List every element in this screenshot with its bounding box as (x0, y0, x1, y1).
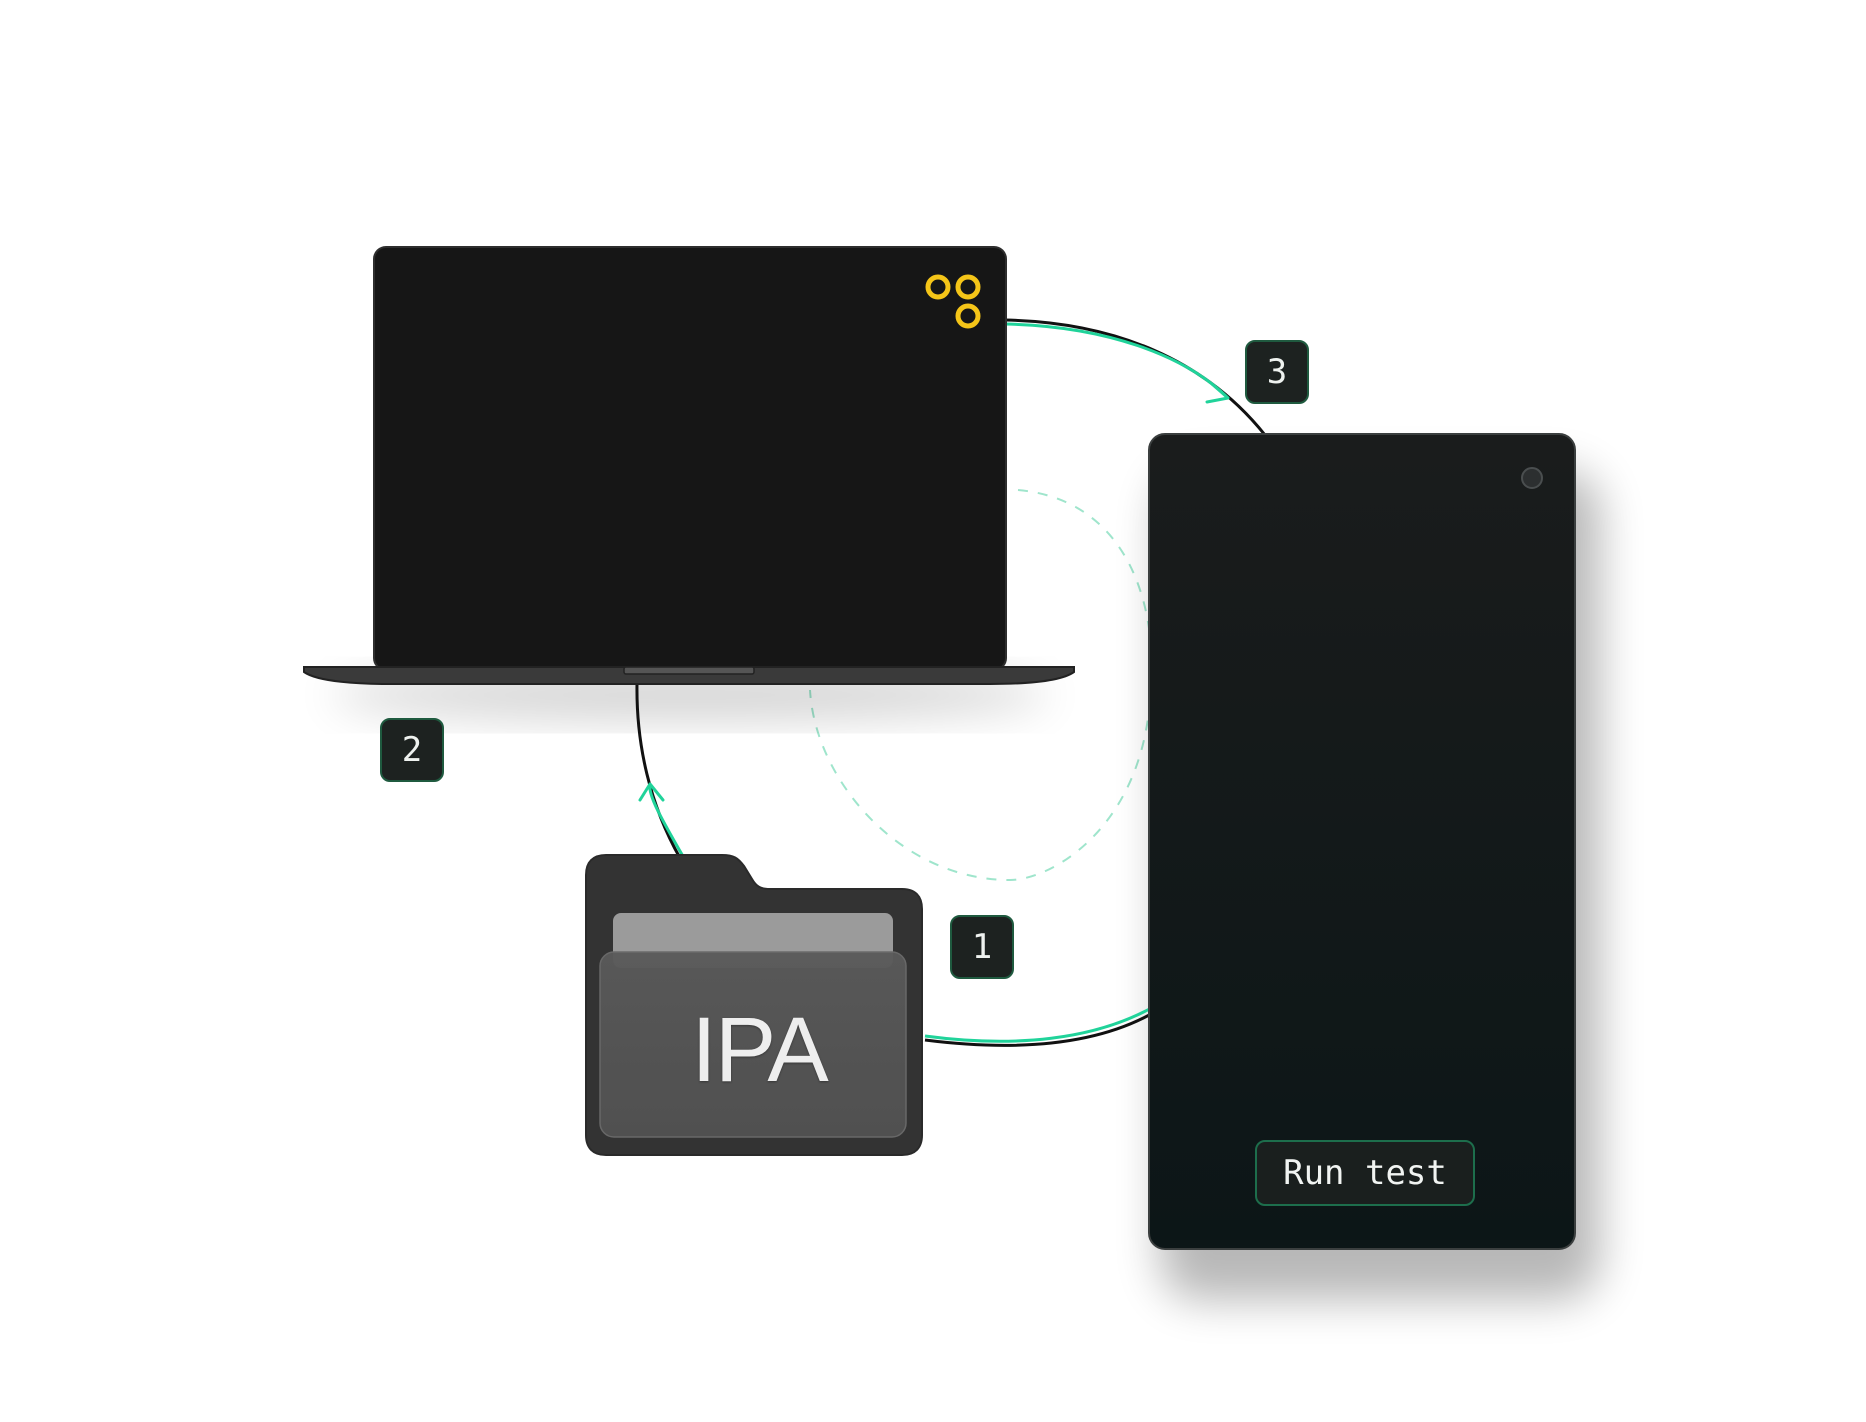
step-badge-2: 2 (380, 718, 444, 782)
step-badge-1: 1 (950, 915, 1014, 979)
camera-icon (1521, 467, 1543, 489)
phone-icon (1148, 433, 1576, 1250)
laptop-icon (303, 246, 1075, 685)
connector-folder-to-phone (924, 1004, 1159, 1047)
logo-icon (925, 274, 981, 329)
folder-icon (585, 854, 923, 1156)
step-badge-3: 3 (1245, 340, 1309, 404)
dashed-cycle-arc (809, 489, 1153, 882)
connector-folder-to-laptop (635, 682, 686, 859)
arrowhead-icon (1205, 382, 1230, 404)
folder-label: IPA (691, 998, 828, 1101)
run-test-button[interactable]: Run test (1255, 1140, 1475, 1206)
arrowhead-icon (638, 782, 665, 802)
connector-laptop-to-phone (1004, 318, 1267, 436)
